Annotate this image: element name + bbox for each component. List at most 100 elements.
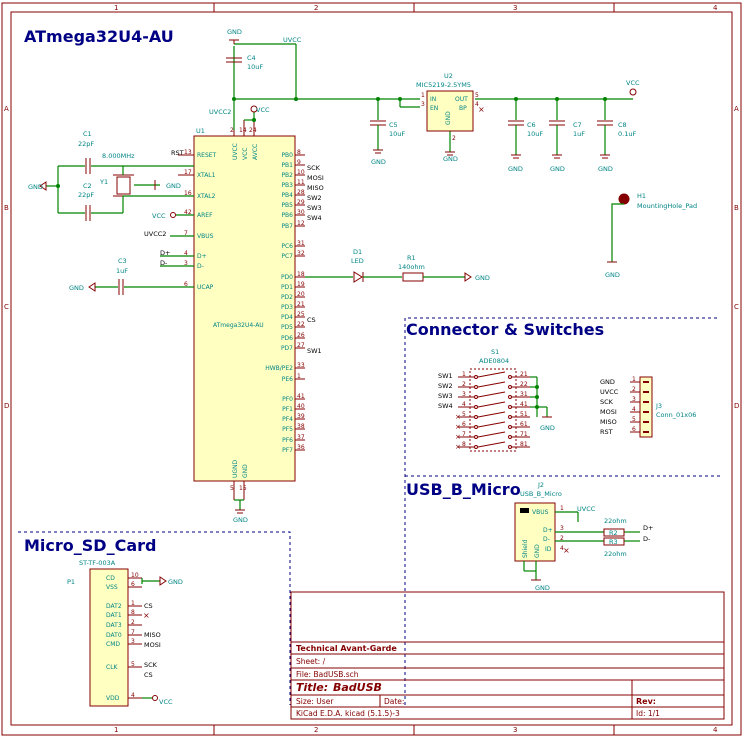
capacitor-c6[interactable]	[508, 120, 524, 159]
zone-row-left-C: C	[4, 303, 9, 311]
resistor-r3[interactable]	[603, 537, 625, 546]
u1-pin-name-right-9: PC7	[281, 253, 293, 260]
gnd-label-c7: GND	[550, 165, 565, 173]
zone-row-right-D: D	[734, 402, 739, 410]
u1-value: ATmega32U4-AU	[213, 322, 264, 329]
zone-row-left-B: B	[4, 204, 9, 212]
regulator-u2[interactable]	[426, 90, 474, 132]
u1-pin-uvcc: UVCC	[232, 143, 239, 160]
gnd-label-c3: GND	[69, 284, 84, 292]
capacitor-c1[interactable]	[58, 158, 194, 174]
c1-value: 22pF	[78, 140, 94, 148]
j2-pin-id: ID	[545, 546, 552, 553]
j3-pin-num-0: 1	[632, 376, 636, 383]
p1-pin-num-5: 7	[131, 629, 135, 636]
u1-bottom-pins	[233, 481, 245, 514]
u1-pin-num-right-1: 9	[297, 159, 301, 166]
section-title-connector: Connector & Switches	[406, 320, 604, 339]
sd-card-p1[interactable]	[89, 568, 129, 707]
capacitor-c3[interactable]	[88, 279, 194, 295]
s1-pin-right-1: 22	[520, 381, 528, 388]
dplus-net-label: D+	[160, 249, 170, 257]
capacitor-c8[interactable]	[597, 120, 613, 159]
u1-pin-name-right-21: PF1	[282, 406, 293, 413]
u1-net-label-17: SW1	[307, 347, 322, 355]
s1-nc-6: ×	[455, 433, 461, 441]
u1-pin-num-right-18: 33	[297, 362, 305, 369]
p1-pin-num-8: 4	[131, 692, 135, 699]
p1-pin-num-3: 8	[131, 609, 135, 616]
s1-nc-4: ×	[455, 413, 461, 421]
u1-net-label-6: SW4	[307, 214, 322, 222]
u2-pin-4-num: 4	[475, 101, 479, 108]
gnd-label-c4: GND	[227, 28, 242, 36]
tb-size: Size: User	[296, 697, 334, 706]
u1-pin-name-left-4: VBUS	[197, 233, 214, 240]
tb-id: Id: 1/1	[636, 709, 660, 718]
capacitor-c5[interactable]	[370, 120, 386, 154]
vcc-flag-u1	[250, 105, 258, 113]
p1-pin-num-1: 6	[131, 581, 135, 588]
tb-title: BadUSB	[333, 681, 382, 694]
zone-col-bottom-3: 3	[513, 726, 517, 734]
crystal-gnd-wire	[39, 166, 60, 213]
s1-pin-left-3: 4	[462, 401, 466, 408]
u1-pin-num-right-7: 12	[297, 220, 305, 227]
p1-pin-num-2: 1	[131, 600, 135, 607]
y1-value: 8.000MHz	[102, 152, 135, 160]
p1-pin-name-5: DAT0	[106, 632, 122, 639]
mcu-u1[interactable]	[193, 135, 296, 482]
j2-pin-dminus: D-	[543, 536, 550, 543]
resistor-r2[interactable]	[603, 528, 625, 537]
y1-ref: Y1	[99, 178, 108, 186]
p1-pin-num-7: 5	[131, 661, 135, 668]
u1-pin-num-right-20: 41	[297, 393, 305, 400]
s1-net-sw2: SW2	[438, 382, 453, 390]
u1-pin-name-right-7: PB7	[281, 223, 293, 230]
p1-pin-num-4: 2	[131, 619, 135, 626]
j2-pin-3-num: 3	[560, 525, 564, 532]
resistor-r1[interactable]	[402, 272, 472, 282]
gnd-label-s1: GND	[540, 424, 555, 432]
u1-pin-num-right-11: 19	[297, 281, 305, 288]
u1-pin-name-right-14: PD4	[281, 314, 293, 321]
j2-pin-dplus: D+	[543, 527, 553, 534]
led-d1[interactable]	[305, 271, 402, 283]
u1-pin-num-right-6: 30	[297, 209, 305, 216]
u1-pin-num-right-19: 1	[297, 373, 301, 380]
uvcc2-label-vbus: UVCC2	[144, 230, 166, 238]
u2-pin-5-num: 5	[475, 92, 479, 99]
j3-net-0: GND	[600, 378, 615, 386]
gnd-label-sd: GND	[168, 578, 183, 586]
tb-tool: KiCad E.D.A. kicad (5.1.5)-3	[296, 709, 400, 718]
h1-wire	[611, 203, 624, 262]
p1-ref: P1	[67, 578, 75, 586]
c8-value: 0.1uF	[618, 130, 636, 138]
u1-pin-num-right-22: 39	[297, 413, 305, 420]
j2-pin-vbus: VBUS	[532, 509, 549, 516]
p1-nc: ×	[143, 611, 150, 620]
u1-pin-num-right-15: 22	[297, 321, 305, 328]
s1-pin-left-7: 8	[462, 441, 466, 448]
j2-ref: J2	[537, 481, 544, 489]
usb-net-dminus: D-	[643, 535, 651, 543]
gnd-label-usb: GND	[535, 584, 550, 592]
capacitor-c4[interactable]	[226, 57, 242, 63]
j2-pin-2-num: 2	[560, 535, 564, 542]
u1-pin-num-right-3: 11	[297, 179, 305, 186]
capacitor-c2[interactable]	[58, 195, 194, 221]
u1-net-label-5: SW3	[307, 204, 322, 212]
capacitor-c7[interactable]	[549, 120, 565, 159]
mounting-hole-h1[interactable]	[618, 193, 630, 205]
r1-value: 140ohm	[398, 263, 425, 271]
p1-pin-num-6: 3	[131, 638, 135, 645]
crystal-y1[interactable]	[113, 166, 160, 205]
u1-pin-num-left-6: 3	[184, 260, 188, 267]
u2-pin-gnd: GND	[445, 111, 452, 125]
u1-pin-num-left-7: 6	[184, 281, 188, 288]
gnd-label-c5: GND	[371, 158, 386, 166]
c7-ref: C7	[573, 121, 582, 129]
